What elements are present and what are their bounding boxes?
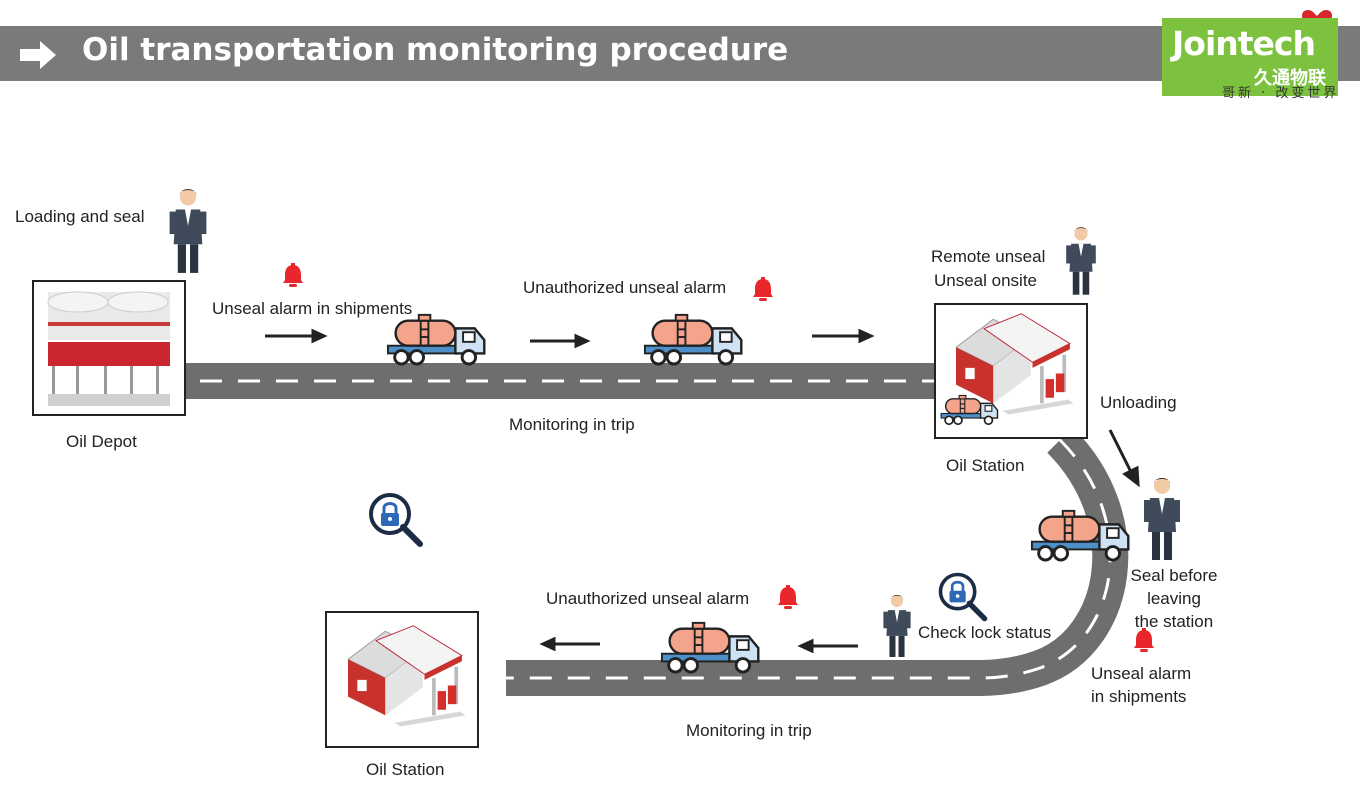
monitoring-trip-bottom-label: Monitoring in trip [686,721,812,740]
unloading-label: Unloading [1100,393,1177,412]
unseal-alarm-shipments-label: Unseal alarm in shipments [212,299,413,318]
alarm-bell-icon [778,585,798,609]
remote-unseal-label: Remote unseal [931,247,1046,266]
lock-magnifier-icon [371,495,420,544]
unseal-alarm-right-line-2: in shipments [1091,686,1187,706]
person-icon [169,189,207,273]
unauthorized-unseal-alarm-top-label: Unauthorized unseal alarm [523,278,727,297]
alarm-bell-icon [753,277,773,301]
seal-before-line-1: Seal before [1130,566,1218,585]
check-lock-status-label: Check lock status [918,623,1052,642]
person-icon [1066,227,1096,295]
person-icon [883,595,911,657]
unseal-alarm-right-line-1: Unseal alarm [1091,664,1192,683]
logo-tagline: 哥新 · 改变世界 [1222,86,1340,101]
person-icon [1144,478,1180,560]
logo-brand-text: Jointech [1172,24,1316,63]
oil-station-top-label: Oil Station [946,456,1025,475]
unseal-onsite-label: Unseal onsite [934,271,1038,290]
oil-station-bottom-label: Oil Station [366,760,445,779]
oil-depot-label: Oil Depot [66,432,137,451]
tanker-truck-icon [386,313,486,366]
lock-magnifier-icon [941,575,985,619]
tanker-truck-icon [643,313,743,366]
logo-brand-cn: 久通物联 [1254,68,1326,89]
monitoring-trip-top-label: Monitoring in trip [509,415,635,434]
page-title: Oil transportation monitoring procedure [82,32,789,68]
oil-depot-illustration [47,291,170,406]
brand-logo: Jointech 久通物联 [1162,18,1338,96]
arrow-right-icon [20,41,56,69]
unseal-alarm-right-label: Unseal alarm in shipments [1091,663,1191,709]
loading-seal-label: Loading and seal [15,207,145,226]
seal-before-line-3: the station [1134,611,1214,631]
unauthorized-unseal-alarm-bottom-label: Unauthorized unseal alarm [546,589,750,608]
seal-before-leaving-label: Seal before leaving the station [1120,565,1228,634]
header-bar: Oil transportation monitoring procedure [0,26,1360,81]
seal-before-line-2: leaving [1147,588,1201,608]
alarm-bell-icon [283,263,303,287]
